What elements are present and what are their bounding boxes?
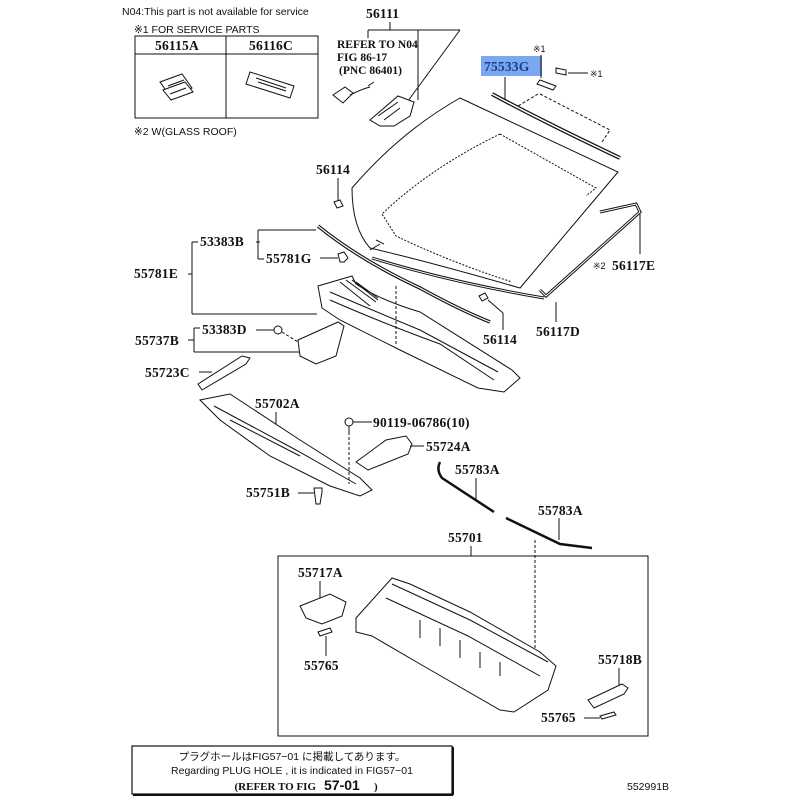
label-55751B[interactable]: 55751B bbox=[246, 485, 290, 500]
note2-marker: ※2 bbox=[593, 261, 606, 271]
footer-line-en: Regarding PLUG HOLE , it is indicated in… bbox=[171, 765, 413, 777]
label-55765-left[interactable]: 55765 bbox=[304, 658, 339, 673]
clip-55781G bbox=[337, 251, 349, 263]
footer-refer-fig[interactable]: 57-01 bbox=[324, 777, 360, 793]
bracket-55723C bbox=[197, 355, 251, 391]
leader-55737B bbox=[188, 327, 304, 353]
plate-56116C-icon bbox=[245, 71, 295, 99]
dashed-guide-top bbox=[517, 93, 611, 143]
label-55723C[interactable]: 55723C bbox=[145, 365, 190, 380]
clip-56114-top bbox=[333, 199, 344, 209]
bracket-55724A bbox=[355, 435, 413, 471]
refer-line-2: FIG 86-17 bbox=[337, 52, 387, 64]
label-55765-right[interactable]: 55765 bbox=[541, 710, 576, 725]
label-55783A-1[interactable]: 55783A bbox=[455, 462, 500, 477]
clip-56114-bottom bbox=[478, 292, 489, 302]
cowl-top-panel bbox=[317, 275, 521, 393]
leader-56111 bbox=[367, 22, 461, 106]
footer-refer-prefix: (REFER TO FIG bbox=[235, 781, 317, 793]
leader-55781E bbox=[188, 241, 317, 315]
bottom-molding-inner bbox=[371, 257, 545, 299]
bolt-90119 bbox=[344, 417, 354, 427]
service-parts-table: 56115A 56116C bbox=[134, 35, 319, 119]
service-part-56116C[interactable]: 56116C bbox=[249, 38, 293, 53]
diagram-id: 552991B bbox=[627, 781, 669, 793]
label-53383B[interactable]: 53383B bbox=[200, 234, 244, 249]
clip-56115A-icon bbox=[159, 73, 194, 101]
footer-refer-suffix: ) bbox=[374, 781, 378, 793]
label-53383D[interactable]: 53383D bbox=[202, 322, 247, 337]
side-molding-inner bbox=[539, 203, 641, 297]
pin-55751B bbox=[313, 487, 323, 505]
seal-55783A-1 bbox=[437, 461, 495, 514]
note1-marker-a: ※1 bbox=[533, 44, 546, 54]
sub-assembly-box bbox=[277, 555, 649, 737]
label-55717A[interactable]: 55717A bbox=[298, 565, 343, 580]
label-75533G[interactable]: 75533G bbox=[484, 59, 530, 74]
service-parts-title: ※1 FOR SERVICE PARTS bbox=[134, 24, 260, 36]
clip-part-2 bbox=[555, 67, 567, 76]
label-55702A[interactable]: 55702A bbox=[255, 396, 300, 411]
highlight-75533G bbox=[481, 56, 542, 76]
glass-roof-note: ※2 W(GLASS ROOF) bbox=[134, 126, 237, 138]
bracket-55702A bbox=[198, 393, 373, 497]
label-55783A-2[interactable]: 55783A bbox=[538, 503, 583, 518]
plug-55765-right bbox=[599, 711, 617, 720]
label-56111[interactable]: 56111 bbox=[366, 6, 399, 21]
note1-marker-b: ※1 bbox=[590, 69, 603, 79]
footer-note: プラグホールはFIG57−01 に掲載してあります。 Regarding PLU… bbox=[131, 745, 454, 796]
sensor-bracket-part bbox=[332, 81, 415, 127]
molding-75533G-inner bbox=[491, 93, 621, 159]
refer-line-3: (PNC 86401) bbox=[339, 65, 402, 77]
label-55737B[interactable]: 55737B bbox=[135, 333, 179, 348]
service-part-56115A[interactable]: 56115A bbox=[155, 38, 199, 53]
availability-note: N04:This part is not available for servi… bbox=[122, 6, 309, 18]
label-55701[interactable]: 55701 bbox=[448, 530, 483, 545]
footer-line-jp: プラグホールはFIG57−01 に掲載してあります。 bbox=[179, 750, 406, 763]
refer-line-1: REFER TO N04 bbox=[337, 39, 418, 51]
seal-55737B bbox=[297, 321, 345, 365]
label-55781E[interactable]: 55781E bbox=[134, 266, 178, 281]
label-56114-bottom[interactable]: 56114 bbox=[483, 332, 517, 347]
label-55718B[interactable]: 55718B bbox=[598, 652, 642, 667]
bracket-55717A bbox=[299, 593, 347, 625]
plug-55765-left bbox=[317, 627, 333, 637]
grommet-53383D bbox=[273, 325, 283, 335]
windshield-glass bbox=[351, 97, 619, 289]
clip-part bbox=[536, 79, 557, 91]
label-56117D[interactable]: 56117D bbox=[536, 324, 580, 339]
label-90119[interactable]: 90119-06786(10) bbox=[373, 415, 470, 430]
leader-53383B bbox=[256, 229, 316, 260]
bracket-55718B bbox=[587, 683, 629, 709]
weatherstrip-53383B-inner bbox=[317, 225, 491, 323]
leader-56114-bottom bbox=[487, 299, 504, 314]
label-55724A[interactable]: 55724A bbox=[426, 439, 471, 454]
cowl-panel-55701 bbox=[355, 577, 557, 713]
seal-55783A-2 bbox=[505, 516, 593, 550]
label-56117E[interactable]: 56117E bbox=[612, 258, 655, 273]
label-56114-top[interactable]: 56114 bbox=[316, 162, 350, 177]
dashed-53383D bbox=[281, 331, 299, 343]
label-55781G[interactable]: 55781G bbox=[266, 251, 312, 266]
